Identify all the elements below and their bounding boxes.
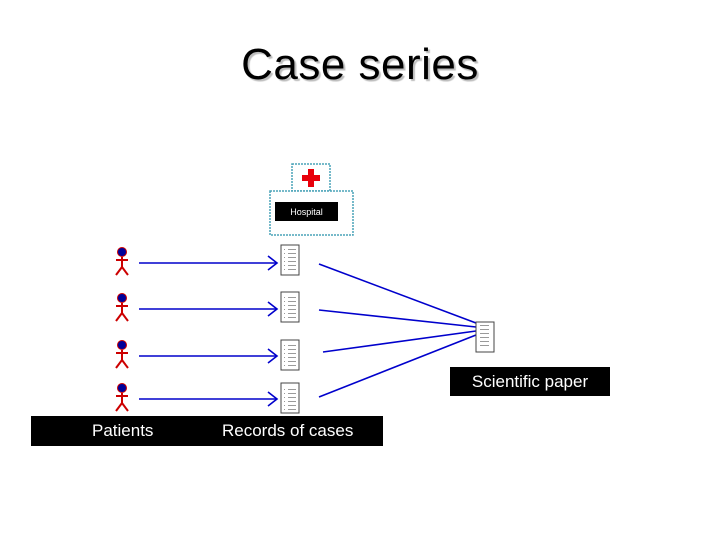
scientific-paper-label: Scientific paper <box>450 367 610 396</box>
record-to-paper-line <box>318 309 477 328</box>
hospital-cross-icon <box>302 169 320 187</box>
patient-to-record-arrow <box>139 348 279 364</box>
person-icon <box>115 293 129 322</box>
records-of-cases-label: Records of cases <box>222 421 354 440</box>
record-to-paper-line <box>322 330 477 353</box>
record-document-icon <box>280 244 300 276</box>
labels-band <box>31 416 383 446</box>
page-title: Case series <box>241 40 479 89</box>
patients-label: Patients <box>92 421 154 440</box>
person-icon <box>115 383 129 412</box>
record-document-icon <box>280 339 300 371</box>
person-icon <box>115 247 129 276</box>
record-to-paper-line <box>318 334 477 398</box>
record-document-icon <box>280 291 300 323</box>
hospital-label: Hospital <box>275 202 338 221</box>
patient-to-record-arrow <box>139 255 279 271</box>
scientific-paper-document-icon <box>475 321 495 353</box>
patient-to-record-arrow <box>139 301 279 317</box>
record-document-icon <box>280 382 300 414</box>
person-icon <box>115 340 129 369</box>
record-to-paper-line <box>318 263 477 324</box>
hospital-icon <box>269 163 354 236</box>
patient-to-record-arrow <box>139 391 279 407</box>
